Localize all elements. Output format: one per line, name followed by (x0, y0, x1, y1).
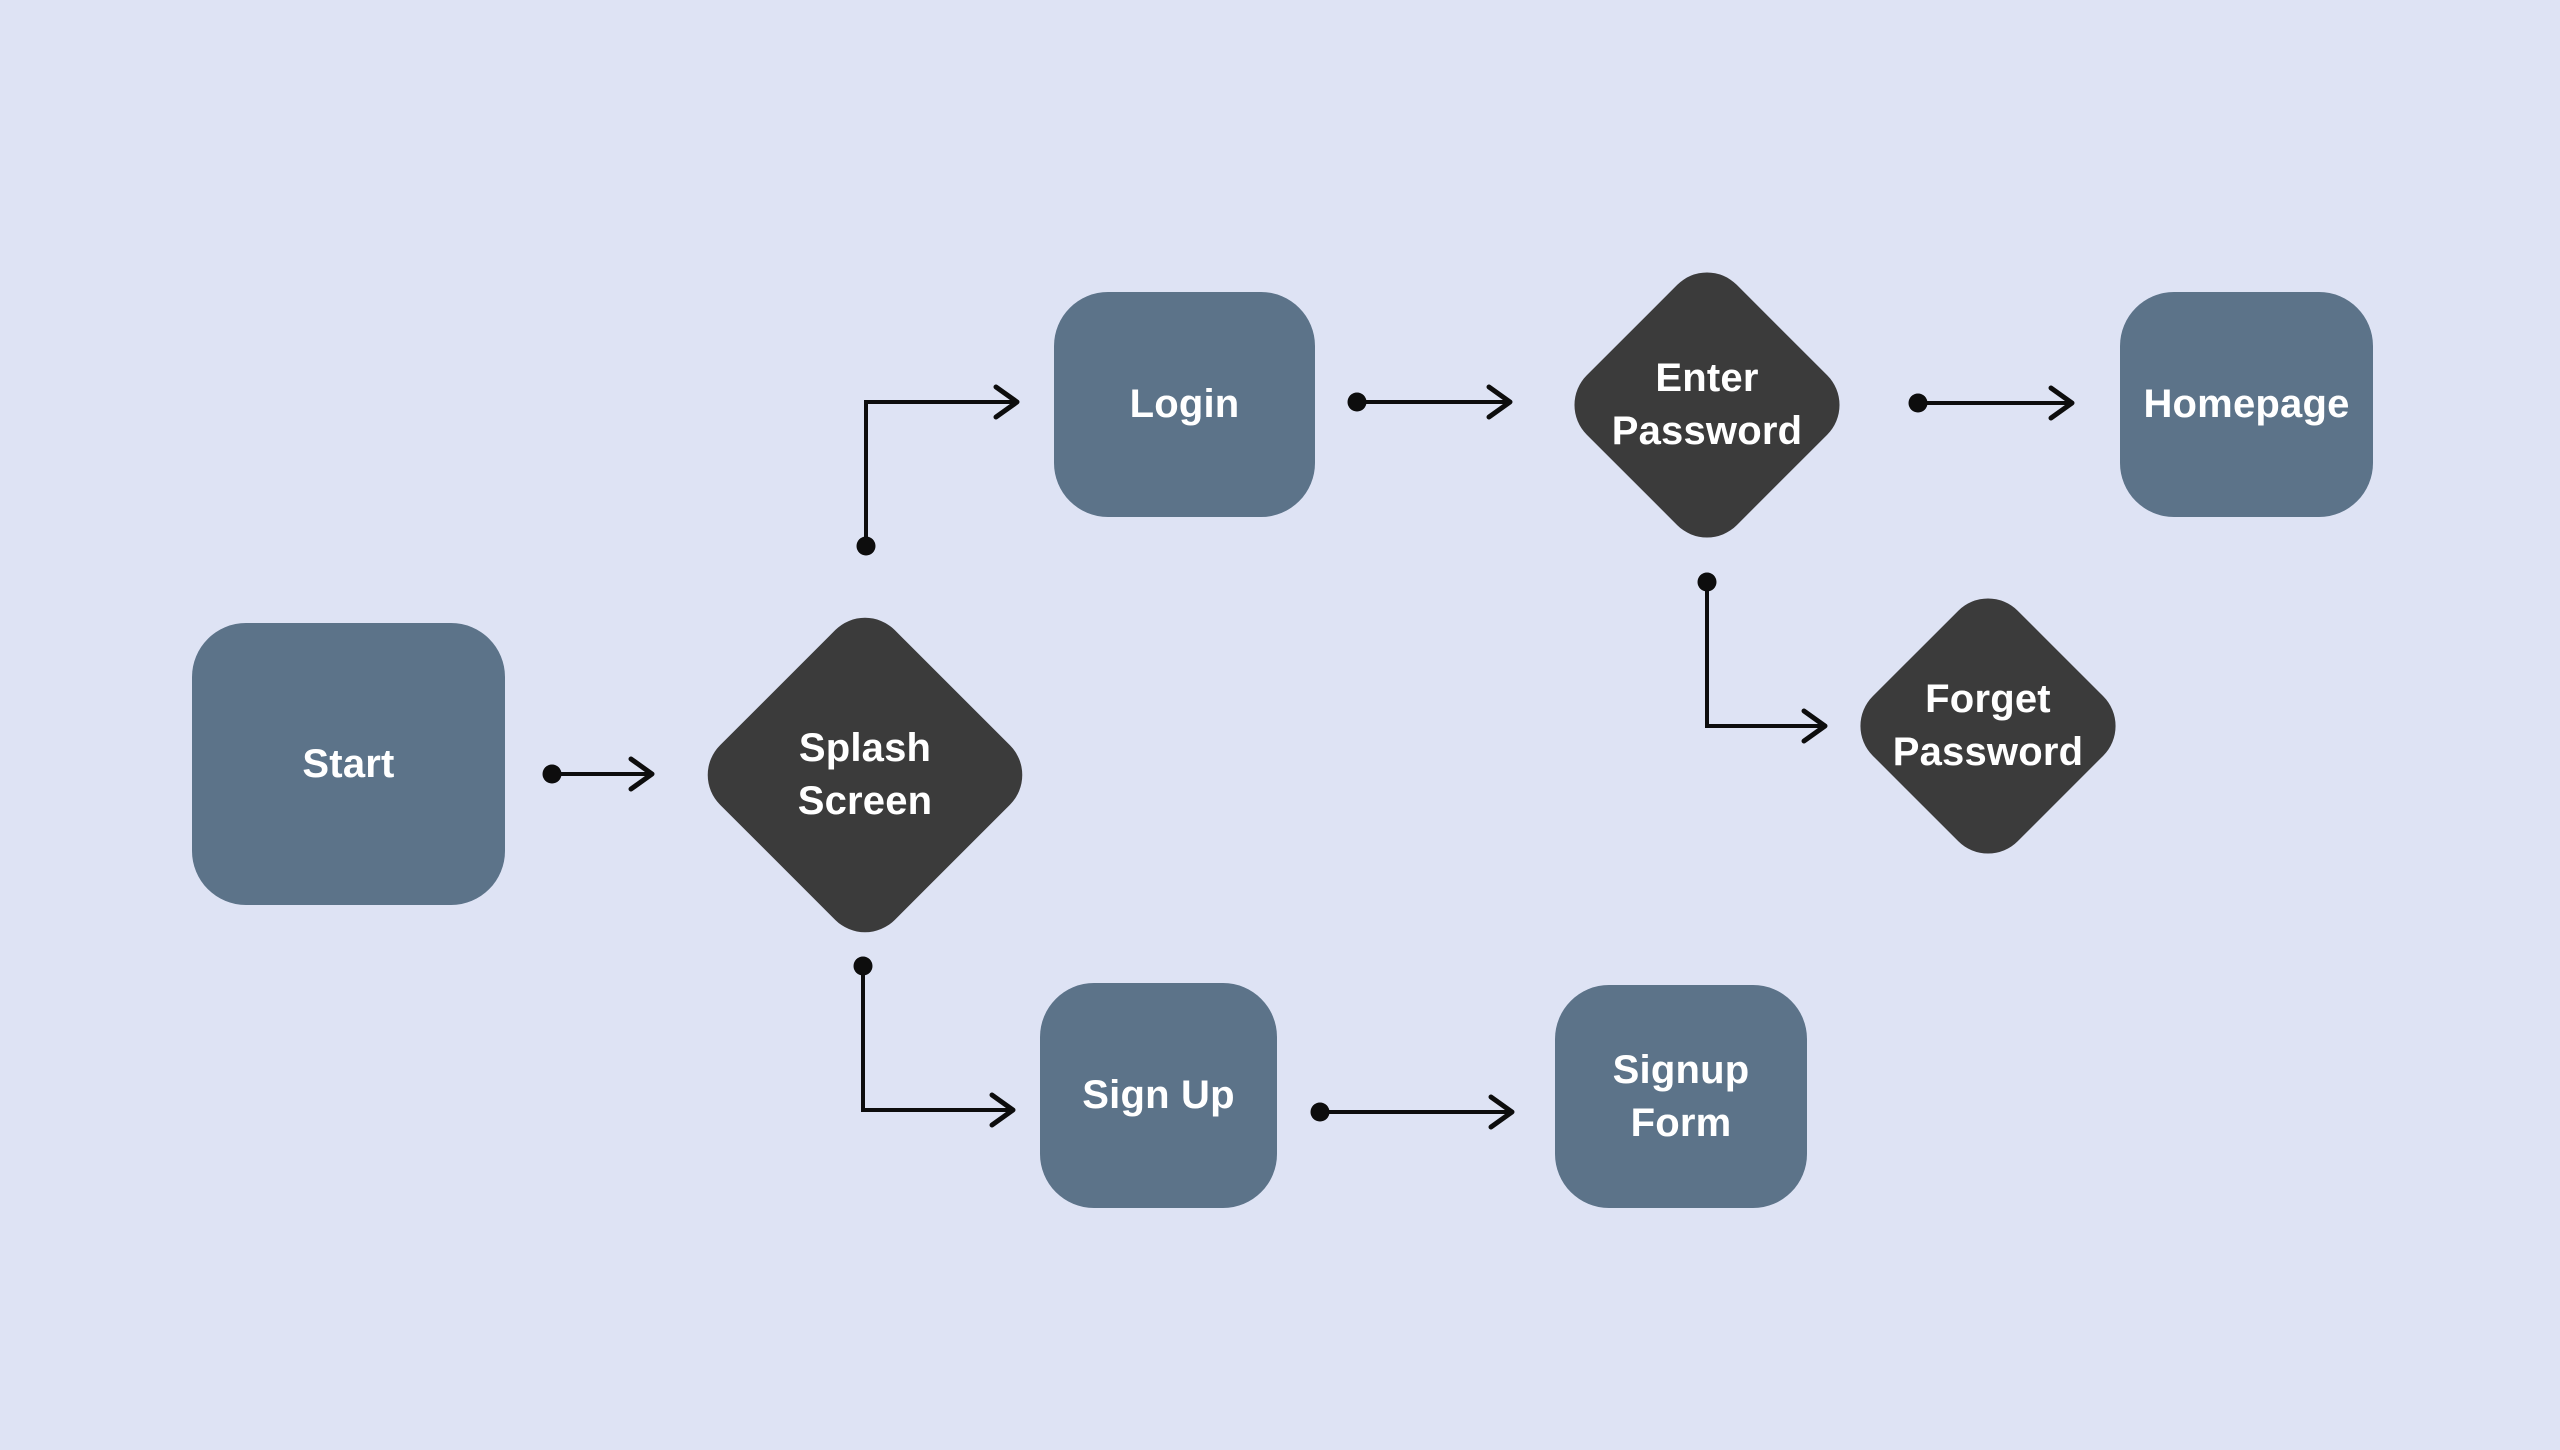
edge-start-dot (1347, 392, 1367, 412)
edge-arrowhead-icon (1801, 708, 1828, 744)
edge-enter-password-to-forget-password (1697, 572, 1828, 744)
node-forget-password[interactable]: Forget Password (1843, 581, 2133, 871)
edge-start-to-splash-screen (542, 756, 655, 792)
node-label-enter-password: Enter Password (1611, 356, 1803, 453)
edge-start-dot (853, 956, 873, 976)
edge-start-dot (542, 764, 562, 784)
node-splash-screen[interactable]: Splash Screen (690, 600, 1040, 950)
edge-start-dot (1310, 1102, 1330, 1122)
edge-splash-screen-to-sign-up (853, 956, 1016, 1128)
node-label-homepage: Homepage (2143, 382, 2350, 427)
node-label-login: Login (1129, 382, 1240, 427)
node-start[interactable]: Start (192, 623, 505, 905)
node-label-splash-screen: Splash Screen (797, 726, 933, 823)
edge-arrowhead-icon (1488, 1094, 1515, 1130)
node-label-signup-form: Signup Form (1612, 1047, 1750, 1145)
node-label-forget-password: Forget Password (1892, 677, 2084, 774)
edge-arrowhead-icon (993, 384, 1020, 420)
edge-arrowhead-icon (628, 756, 655, 792)
node-label-start: Start (302, 741, 395, 786)
node-login[interactable]: Login (1054, 292, 1315, 517)
edge-arrowhead-icon (1486, 384, 1513, 420)
edge-line (861, 966, 1013, 1112)
node-enter-password[interactable]: Enter Password (1557, 255, 1857, 555)
node-homepage[interactable]: Homepage (2120, 292, 2373, 517)
node-label-sign-up: Sign Up (1082, 1073, 1235, 1118)
edge-arrowhead-icon (989, 1092, 1016, 1128)
edge-start-dot (1908, 393, 1928, 413)
edge-line (1705, 582, 1825, 728)
edge-enter-password-to-homepage (1908, 385, 2075, 421)
edge-splash-screen-to-login (856, 384, 1020, 556)
edge-line (864, 400, 1017, 546)
edge-arrowhead-icon (2048, 385, 2075, 421)
edge-start-dot (856, 536, 876, 556)
edge-login-to-enter-password (1347, 384, 1513, 420)
node-signup-form[interactable]: Signup Form (1555, 985, 1807, 1208)
node-sign-up[interactable]: Sign Up (1040, 983, 1277, 1208)
edge-start-dot (1697, 572, 1717, 592)
edge-sign-up-to-signup-form (1310, 1094, 1515, 1130)
